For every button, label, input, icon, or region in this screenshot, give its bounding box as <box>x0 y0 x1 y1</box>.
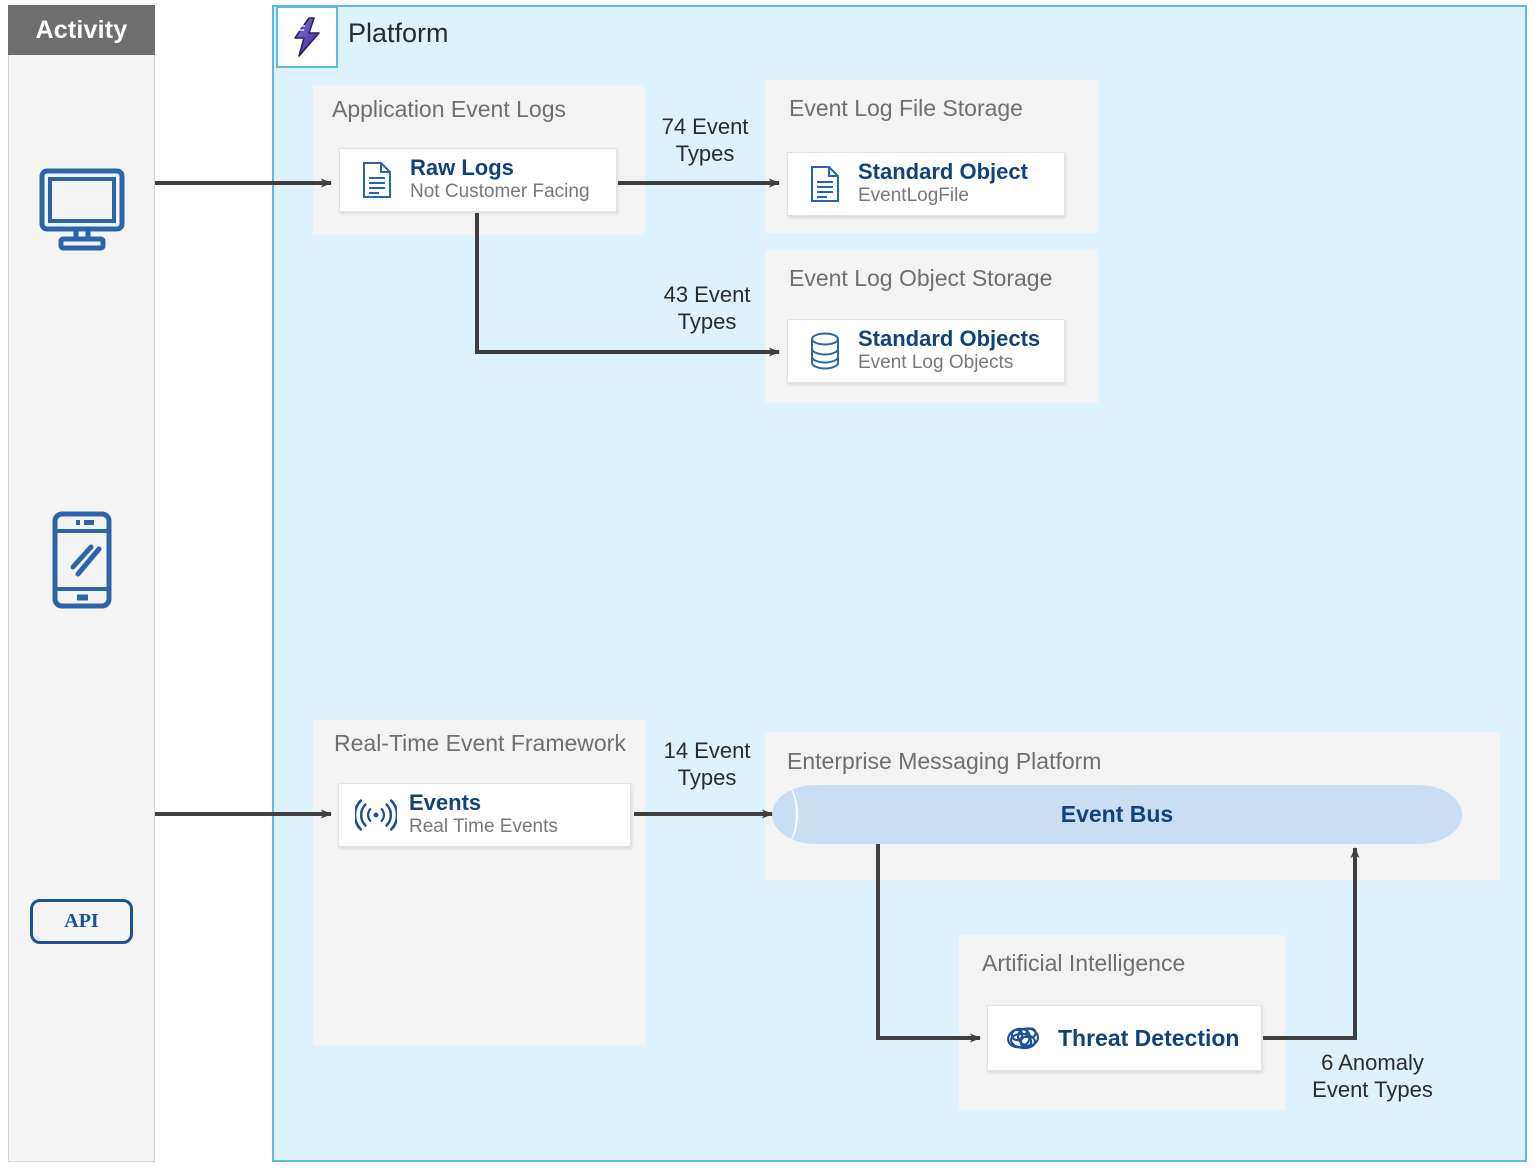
event-bus-cylinder[interactable]: Event Bus <box>772 785 1462 844</box>
card-subtitle: Event Log Objects <box>858 352 1014 374</box>
event-bus-label: Event Bus <box>1060 801 1174 827</box>
activity-header: Activity <box>8 5 155 55</box>
group-real-time-event-framework <box>313 720 645 1045</box>
document-icon <box>804 162 846 206</box>
card-title: Standard Object <box>858 159 1028 185</box>
card-subtitle: EventLogFile <box>858 185 969 207</box>
broadcast-signal-icon <box>355 793 397 837</box>
card-title: Raw Logs <box>410 155 514 181</box>
desktop-monitor-icon <box>8 160 155 260</box>
api-button[interactable]: API <box>30 899 133 944</box>
card-title: Events <box>409 790 482 816</box>
card-subtitle: Real Time Events <box>409 816 558 838</box>
document-icon <box>356 158 398 202</box>
edge-label-43-event-types: 43 Event Types <box>663 282 751 334</box>
mobile-phone-icon <box>8 500 155 620</box>
edge-label-14-event-types: 14 Event Types <box>663 738 751 790</box>
group-title-enterprise-messaging-platform: Enterprise Messaging Platform <box>787 748 1102 774</box>
group-title-real-time-event-framework: Real-Time Event Framework <box>334 730 626 756</box>
activity-panel <box>8 5 155 1162</box>
group-title-event-log-object-storage: Event Log Object Storage <box>789 265 1053 291</box>
edge-label-74-event-types: 74 Event Types <box>661 114 749 166</box>
edge-label-6-anomaly-event-types: 6 Anomaly Event Types <box>1312 1050 1433 1102</box>
group-title-application-event-logs: Application Event Logs <box>332 96 566 122</box>
card-standard-objects-event-log-objects[interactable]: Standard Objects Event Log Objects <box>787 319 1065 383</box>
platform-title: Platform <box>348 18 449 48</box>
card-standard-object-eventlogfile[interactable]: Standard Object EventLogFile <box>787 152 1065 216</box>
card-title: Standard Objects <box>858 326 1041 352</box>
group-title-artificial-intelligence: Artificial Intelligence <box>982 950 1186 976</box>
card-title: Threat Detection <box>1058 1024 1240 1051</box>
lightning-bolt-icon <box>276 6 338 68</box>
card-subtitle: Not Customer Facing <box>410 181 590 203</box>
card-raw-logs[interactable]: Raw Logs Not Customer Facing <box>339 148 617 212</box>
card-events[interactable]: Events Real Time Events <box>338 783 631 847</box>
group-title-event-log-file-storage: Event Log File Storage <box>789 95 1023 121</box>
database-icon <box>804 329 846 373</box>
card-threat-detection[interactable]: Threat Detection <box>987 1005 1262 1071</box>
einstein-brain-icon <box>1004 1016 1046 1060</box>
